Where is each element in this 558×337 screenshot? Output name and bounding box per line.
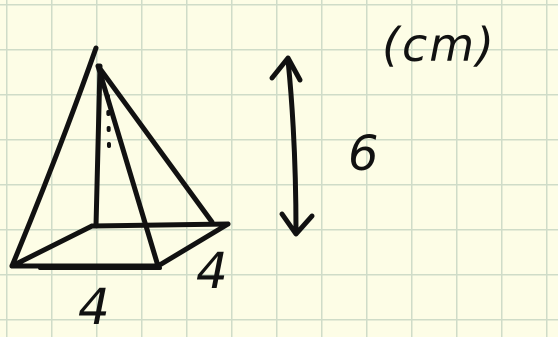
base-side-right-label: 4 — [196, 242, 228, 300]
pyramid-edge-right — [95, 63, 215, 225]
base-side-bottom-label: 4 — [78, 278, 110, 336]
height-arrow-top-head — [269, 55, 303, 83]
pyramid-edge-left — [9, 45, 99, 269]
pyramid-base-left-back-edge — [9, 223, 95, 269]
pyramid-base-right-edge — [155, 221, 231, 269]
pyramid-edge-back — [93, 63, 103, 229]
unit-label: (cm) — [382, 18, 496, 72]
pyramid-base-back-edge — [89, 221, 231, 229]
height-label: 6 — [348, 126, 379, 182]
height-arrow-bottom-head — [279, 211, 315, 237]
height-arrow-shaft — [285, 57, 299, 235]
